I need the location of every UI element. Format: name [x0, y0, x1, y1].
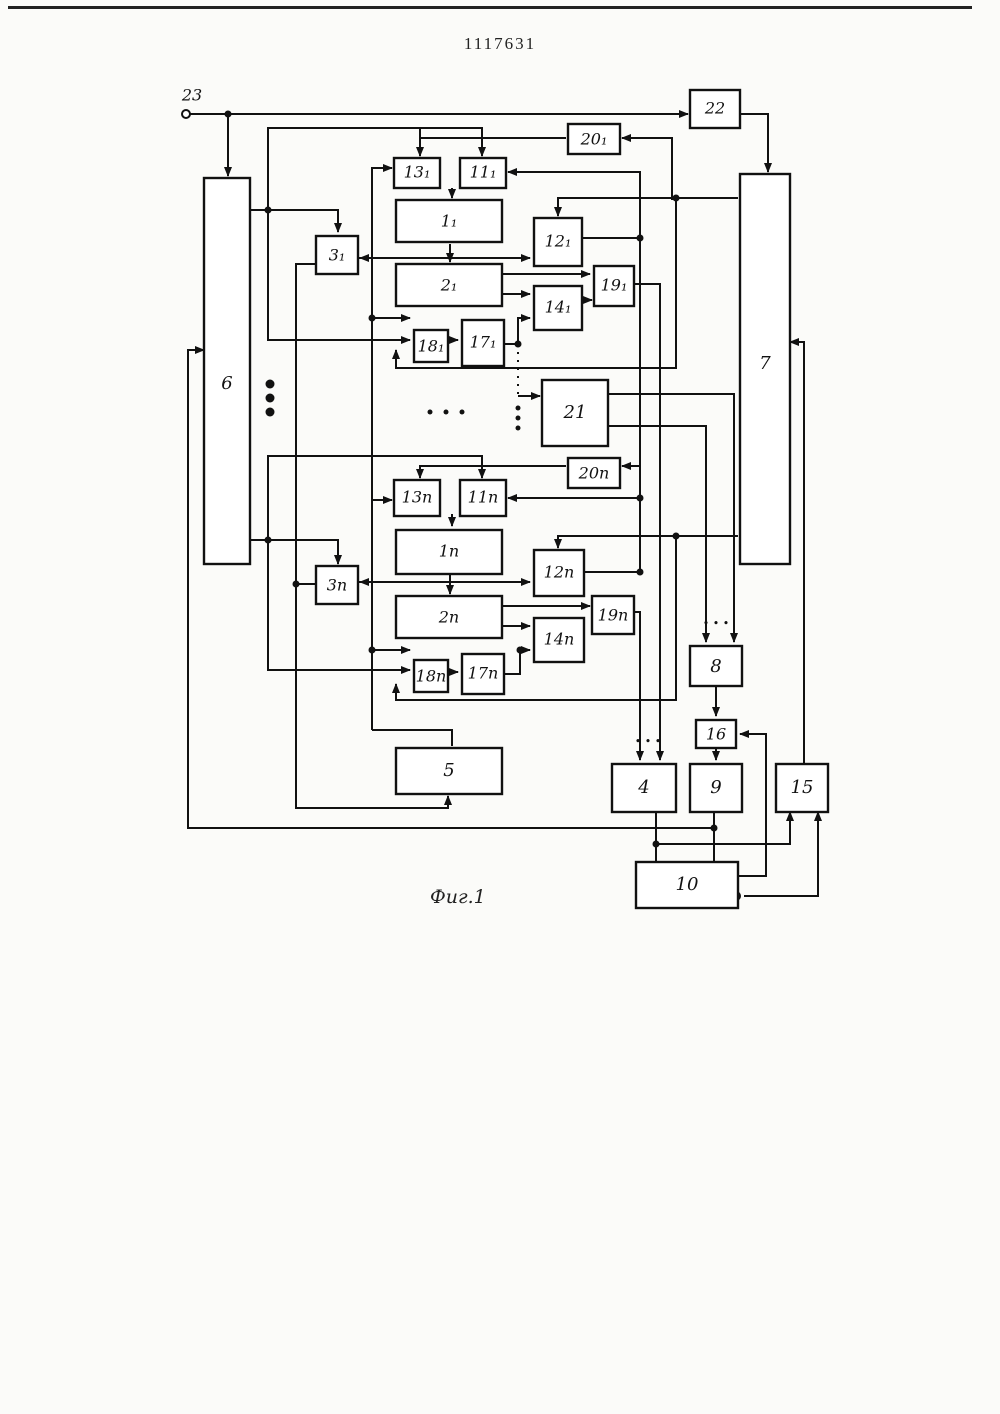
svg-text:3₁: 3₁	[329, 246, 346, 265]
block-18-1: 18₁	[414, 330, 448, 362]
block-4: 4	[612, 764, 676, 812]
bus-dots-8: • • •	[703, 617, 729, 630]
svg-text:22: 22	[704, 99, 725, 118]
block-9: 9	[690, 764, 742, 812]
block-12-1: 12₁	[534, 218, 582, 266]
block-2-n: 2n	[396, 596, 502, 638]
svg-text:7: 7	[759, 353, 771, 374]
svg-text:21: 21	[563, 402, 587, 423]
svg-text:4: 4	[637, 777, 649, 798]
svg-text:11₁: 11₁	[470, 163, 497, 182]
block-20-n: 20n	[568, 458, 620, 488]
figure-caption: Фиг.1	[430, 886, 486, 908]
svg-text:14₁: 14₁	[545, 298, 572, 317]
svg-text:13₁: 13₁	[404, 163, 431, 182]
block-5: 5	[396, 748, 502, 794]
svg-text:1₁: 1₁	[441, 212, 458, 231]
block-14-n: 14n	[534, 618, 584, 662]
terminal-23-label: 23	[181, 86, 202, 105]
block-8: 8	[690, 646, 742, 686]
svg-text:9: 9	[710, 777, 721, 798]
svg-text:11n: 11n	[468, 488, 499, 507]
block-10: 10	[636, 862, 738, 908]
block-3-n: 3n	[316, 566, 358, 604]
block-6: 6	[204, 178, 250, 564]
svg-text:20n: 20n	[578, 464, 610, 483]
bus-dots-4: • • •	[635, 735, 661, 748]
block-11-n: 11n	[460, 480, 506, 516]
block-7: 7	[740, 174, 790, 564]
svg-text:15: 15	[791, 777, 814, 798]
block-15: 15	[776, 764, 828, 812]
svg-text:3n: 3n	[327, 576, 347, 595]
svg-text:17₁: 17₁	[470, 333, 497, 352]
block-17-n: 17n	[462, 654, 504, 694]
svg-text:16: 16	[706, 725, 726, 744]
svg-text:13n: 13n	[402, 488, 433, 507]
block-18-n: 18n	[414, 660, 448, 692]
block-13-n: 13n	[394, 480, 440, 516]
svg-text:18n: 18n	[416, 667, 447, 686]
block-19-1: 19₁	[594, 266, 634, 306]
svg-text:19n: 19n	[598, 606, 629, 625]
ellipsis-dots	[266, 380, 521, 431]
block-13-1: 13₁	[394, 158, 440, 188]
block-20-1: 20₁	[568, 124, 620, 154]
svg-text:6: 6	[221, 373, 232, 394]
block-1-1: 1₁	[396, 200, 502, 242]
block-2-1: 2₁	[396, 264, 502, 306]
svg-text:20₁: 20₁	[580, 130, 608, 149]
svg-text:19₁: 19₁	[601, 276, 628, 295]
svg-text:5: 5	[443, 760, 454, 781]
block-14-1: 14₁	[534, 286, 582, 330]
block-16: 16	[696, 720, 736, 748]
block-19-n: 19n	[592, 596, 634, 634]
svg-text:12₁: 12₁	[545, 232, 572, 251]
block-17-1: 17₁	[462, 320, 504, 366]
svg-text:17n: 17n	[468, 664, 499, 683]
block-1-n: 1n	[396, 530, 502, 574]
block-22: 22	[690, 90, 740, 128]
block-11-1: 11₁	[460, 158, 506, 188]
block-3-1: 3₁	[316, 236, 358, 274]
svg-text:8: 8	[710, 656, 721, 677]
block-12-n: 12n	[534, 550, 584, 596]
svg-text:14n: 14n	[544, 630, 575, 649]
svg-text:2₁: 2₁	[440, 276, 458, 295]
svg-text:2n: 2n	[438, 608, 459, 627]
svg-text:1n: 1n	[439, 542, 459, 561]
svg-text:18₁: 18₁	[418, 337, 445, 356]
block-21: 21	[542, 380, 608, 446]
svg-text:10: 10	[676, 874, 699, 895]
svg-text:12n: 12n	[544, 563, 575, 582]
